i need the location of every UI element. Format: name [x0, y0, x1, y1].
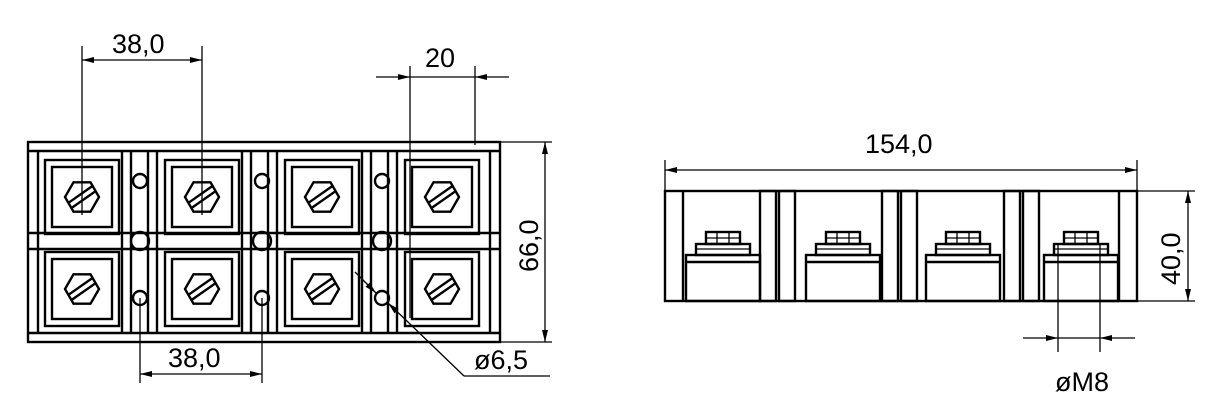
hex-screw-icon: [303, 273, 341, 305]
hole-diameter-label: ø6,5: [474, 345, 528, 375]
dimension-height: 66,0: [500, 141, 552, 343]
side-terminal-clamp: [804, 230, 882, 303]
terminal-screw: [283, 158, 361, 236]
dimension-width: 20: [376, 43, 509, 318]
terminal-screw: [163, 250, 241, 328]
top-pitch-label: 38,0: [112, 29, 165, 59]
terminal-screw: [43, 250, 121, 328]
side-view: 154,0 40,0 øM8: [663, 129, 1195, 397]
terminal-screw: [283, 250, 361, 328]
side-separators: [758, 189, 1041, 303]
dimension-side-height: 40,0: [1137, 190, 1195, 302]
length-label: 154,0: [865, 129, 933, 159]
front-view: 38,0 20 66,0 38,0: [26, 29, 552, 383]
hex-screw-icon: [183, 273, 221, 305]
dimension-length: 154,0: [664, 129, 1138, 191]
side-terminals: [684, 230, 1120, 303]
hex-screw-icon: [63, 273, 101, 305]
width-label: 20: [425, 43, 455, 73]
side-terminal-clamp: [924, 230, 1002, 303]
hex-screw-icon: [423, 181, 461, 213]
dimension-thread: øM8: [1023, 245, 1135, 397]
hex-screw-icon: [303, 181, 341, 213]
height-label: 66,0: [514, 219, 544, 272]
terminal-pockets: [43, 158, 481, 328]
hex-screw-icon: [423, 273, 461, 305]
dimension-top-pitch: 38,0: [81, 29, 203, 215]
thread-label: øM8: [1055, 367, 1109, 397]
bottom-pitch-label: 38,0: [168, 343, 221, 373]
dimension-bottom-pitch: 38,0: [139, 298, 263, 383]
side-height-label: 40,0: [1156, 232, 1186, 285]
terminal-screw: [403, 250, 481, 328]
dimension-hole-diameter: ø6,5: [354, 271, 550, 377]
terminal-screw: [403, 158, 481, 236]
side-terminal-clamp: [684, 230, 762, 303]
hex-screw-icon: [63, 181, 101, 213]
hex-screw-icon: [183, 181, 221, 213]
side-terminal-clamp: [1042, 230, 1120, 303]
front-view-outline: [26, 140, 502, 344]
